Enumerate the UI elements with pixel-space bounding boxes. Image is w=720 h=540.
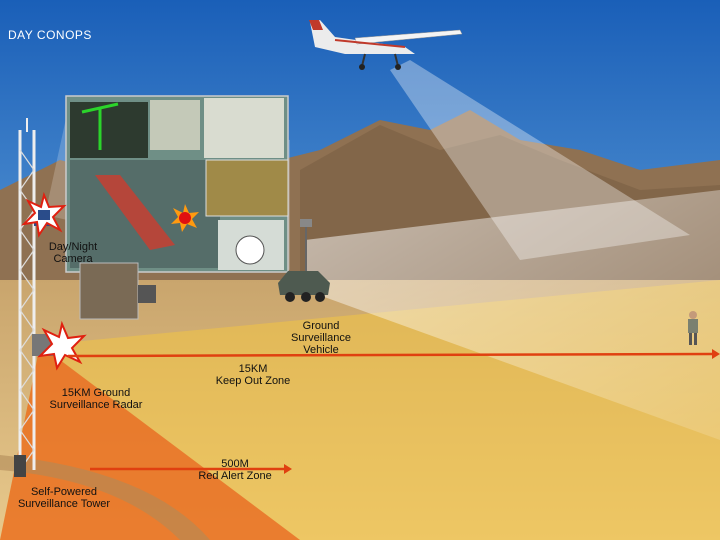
radar-label: 15KM Ground Surveillance Radar (36, 387, 156, 411)
tower-label: Self-Powered Surveillance Tower (2, 486, 126, 510)
diagram-title: DAY CONOPS (8, 28, 92, 42)
vehicle-label: Ground Surveillance Vehicle (276, 320, 366, 356)
camera-label: Day/Night Camera (38, 241, 108, 265)
red-alert-zone-label: 500M Red Alert Zone (182, 458, 288, 482)
keep-out-zone-label: 15KM Keep Out Zone (205, 363, 301, 387)
